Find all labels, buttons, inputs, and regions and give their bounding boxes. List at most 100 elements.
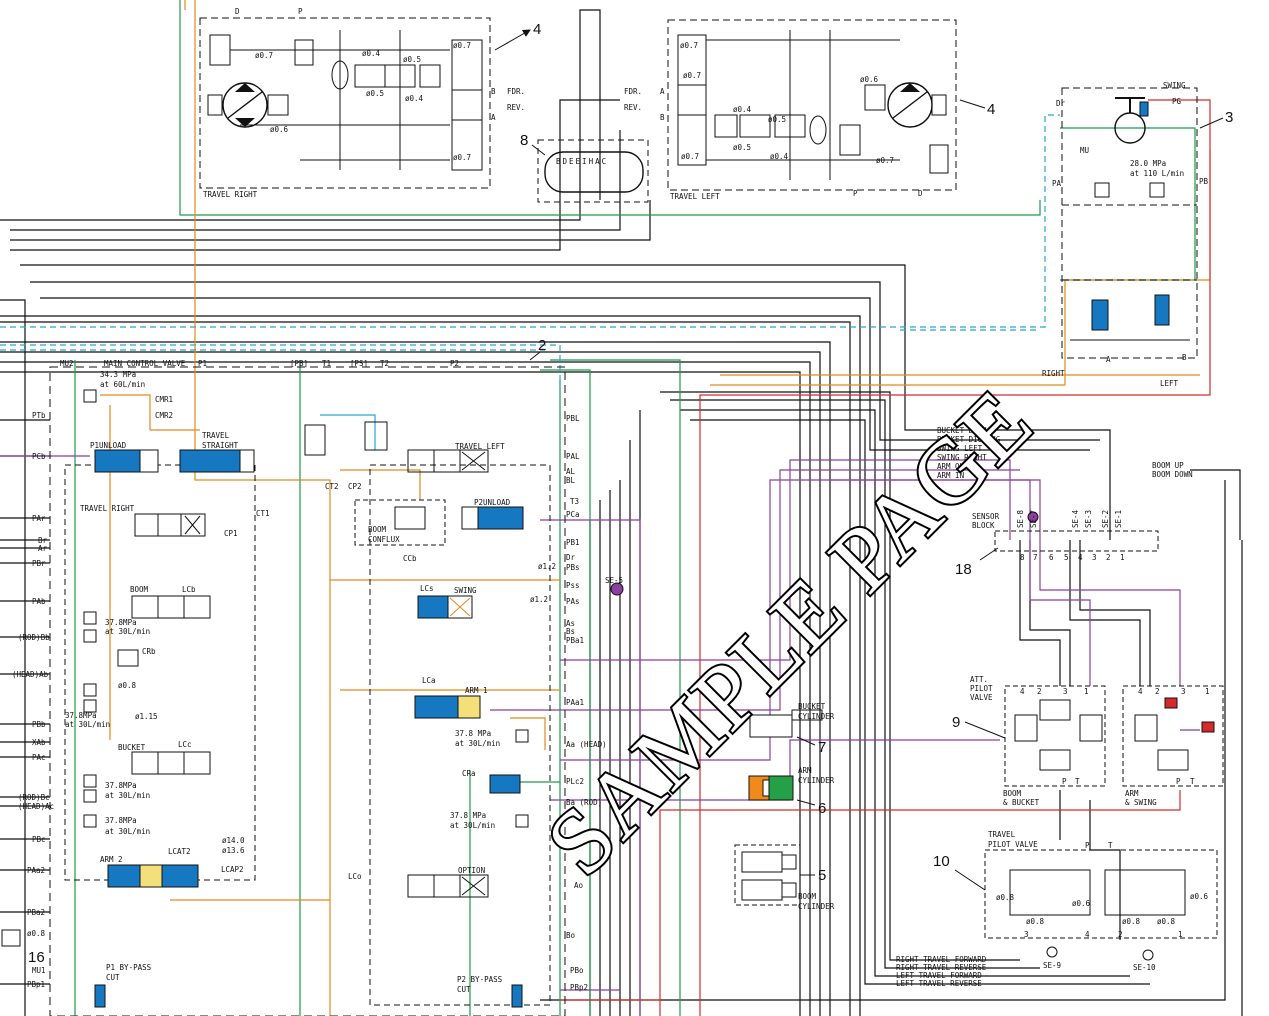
travel-motor-left: ø0.7 ø0.7 ø0.4 ø0.5 ø0.5 ø0.4 ø0.7 ø0.6 … bbox=[624, 19, 957, 201]
port-label: PBr bbox=[32, 559, 46, 568]
orifice-label: ø0.7 bbox=[681, 152, 699, 161]
port-label: T1 bbox=[322, 359, 331, 368]
relief-value: 37.8MPa bbox=[65, 711, 97, 720]
bypass-label: CUT bbox=[457, 985, 471, 994]
pilot-group-label: & BUCKET bbox=[1003, 798, 1040, 807]
orifice-label: ø0.7 bbox=[453, 153, 471, 162]
callout-number: 6 bbox=[818, 800, 826, 817]
port-label: XAb bbox=[32, 738, 46, 747]
port-number: 4 bbox=[1085, 930, 1090, 939]
sensor-label: SE-4 bbox=[1071, 509, 1080, 528]
travel-motor-right: ø0.7 ø0.4 ø0.5 ø0.5 ø0.4 ø0.7 ø0.7 ø0.6 … bbox=[199, 7, 525, 199]
port-label: PAL bbox=[566, 452, 580, 461]
port-label: PAs bbox=[566, 597, 580, 606]
port-number: 3 bbox=[1181, 687, 1186, 696]
orifice-label: ø0.4 bbox=[405, 94, 424, 103]
sensor-label: SE-9 bbox=[1043, 961, 1061, 970]
port-label: P bbox=[853, 189, 858, 198]
port-number: 3 bbox=[1092, 553, 1097, 562]
cylinder-label: CYLINDER bbox=[798, 902, 835, 911]
port-label: Aa (HEAD) bbox=[566, 740, 607, 749]
port-label: PAc bbox=[32, 753, 46, 762]
orifice-label: ø0.8 bbox=[1026, 917, 1045, 926]
spool-label: TRAVEL RIGHT bbox=[80, 504, 135, 513]
relief-value: 28.0 MPa bbox=[1130, 159, 1166, 168]
check-label: LCb bbox=[182, 585, 196, 594]
spool-label: CONFLUX bbox=[368, 535, 400, 544]
port-label: P1 bbox=[198, 359, 207, 368]
pilot-group-label: & SWING bbox=[1125, 798, 1157, 807]
boom-cylinder: BOOM CYLINDER bbox=[734, 844, 835, 911]
port-label: PG bbox=[1172, 97, 1182, 106]
direction-label: RIGHT bbox=[1042, 369, 1065, 378]
sensor-label: SE-1 bbox=[1114, 510, 1123, 528]
port-label: B bbox=[1182, 353, 1187, 362]
travel-pilot-title: TRAVEL bbox=[988, 830, 1016, 839]
pilot-group-label: ARM bbox=[1125, 789, 1139, 798]
bucket-cylinder: BUCKET CYLINDER bbox=[749, 702, 835, 738]
swing-motor: SWING PG Dr MU PA PB 28.0 MPa at 110 L/m… bbox=[1042, 81, 1209, 388]
spool-label: BOOM bbox=[130, 585, 149, 594]
sample-page-watermark: SAMPLE PAGE bbox=[525, 368, 1054, 897]
relief-value: 37.8MPa bbox=[105, 816, 137, 825]
callout-number: 3 bbox=[1225, 109, 1233, 126]
port-label: (ROD)Bc bbox=[18, 793, 50, 802]
port-number: 5 bbox=[1064, 553, 1069, 562]
sensor-label: SE-5 bbox=[605, 576, 623, 585]
check-label: LCc bbox=[178, 740, 192, 749]
travel-left-title: TRAVEL LEFT bbox=[670, 192, 720, 201]
orifice-label: ø0.5 bbox=[768, 115, 786, 124]
port-number: P bbox=[1176, 777, 1181, 786]
port-label: PBa2 bbox=[27, 908, 45, 917]
orifice-label: ø0.5 bbox=[733, 143, 751, 152]
line-label: RIGHT TRAVEL FORWARD bbox=[896, 955, 987, 964]
port-label: Dr bbox=[1056, 99, 1066, 108]
orifice-label: ø0.4 bbox=[733, 105, 752, 114]
line-label: ARM IN bbox=[937, 471, 964, 480]
line-label: ARM OUT bbox=[937, 462, 969, 471]
callouts: 4 4 3 8 2 18 9 10 7 6 5 16 bbox=[28, 21, 1233, 966]
port-label: PCa bbox=[566, 510, 580, 519]
orifice-label: ø0.8 bbox=[1122, 917, 1141, 926]
check-label: CT2 bbox=[325, 482, 339, 491]
orifice-label: ø1.2 bbox=[538, 562, 556, 571]
spool-label: TRAVEL bbox=[202, 431, 230, 440]
port-number: 2 bbox=[1118, 930, 1123, 939]
check-label: CMR1 bbox=[155, 395, 173, 404]
line-label: RIGHT TRAVEL REVERSE bbox=[896, 963, 987, 972]
orifice-label: ø0.7 bbox=[453, 41, 471, 50]
port-number: 1 bbox=[1178, 930, 1183, 939]
port-label: REV. bbox=[507, 103, 525, 112]
spool-label: ARM 1 bbox=[465, 686, 488, 695]
port-label: P bbox=[298, 7, 303, 16]
port-label: T2 bbox=[380, 359, 389, 368]
orifice-label: ø0.8 bbox=[118, 681, 137, 690]
port-label: D bbox=[918, 189, 923, 198]
line-label: SWING LEFT bbox=[937, 444, 983, 453]
port-label: PAa1 bbox=[566, 698, 584, 707]
relief-value: 37.8MPa bbox=[105, 618, 137, 627]
port-label: B bbox=[660, 113, 665, 122]
sensor-block-title: SENSOR bbox=[972, 512, 1000, 521]
port-label: PA bbox=[1052, 179, 1062, 188]
callout-number: 4 bbox=[987, 101, 995, 118]
cylinder-label: ARM bbox=[798, 766, 812, 775]
left-port-labels: PTb PCb PAr Br Ar PBr PAb (ROD)Bb (HEAD)… bbox=[12, 411, 54, 989]
relief-flow: at 60L/min bbox=[100, 380, 145, 389]
port-label: D bbox=[235, 7, 240, 16]
orifice-label: ø0.4 bbox=[362, 49, 381, 58]
port-label: Br bbox=[38, 536, 48, 545]
port-label: PBp1 bbox=[27, 980, 45, 989]
port-label: PCb bbox=[32, 452, 46, 461]
port-number: T bbox=[1108, 841, 1113, 850]
line-label: BUCKET DOWN bbox=[937, 426, 987, 435]
relief-value: 34.3 MPa bbox=[100, 370, 136, 379]
sensor-block: SENSOR BLOCK BUCKET DOWN BUCKET DIGGING … bbox=[937, 426, 1193, 562]
callout-number: 10 bbox=[933, 853, 950, 870]
att-pilot-title: PILOT bbox=[970, 684, 993, 693]
relief-flow: at 30L/min bbox=[65, 720, 110, 729]
orifice-label: ø0.7 bbox=[683, 71, 701, 80]
line-label: BUCKET DIGGING bbox=[937, 435, 1001, 444]
port-label: PLc2 bbox=[566, 777, 584, 786]
